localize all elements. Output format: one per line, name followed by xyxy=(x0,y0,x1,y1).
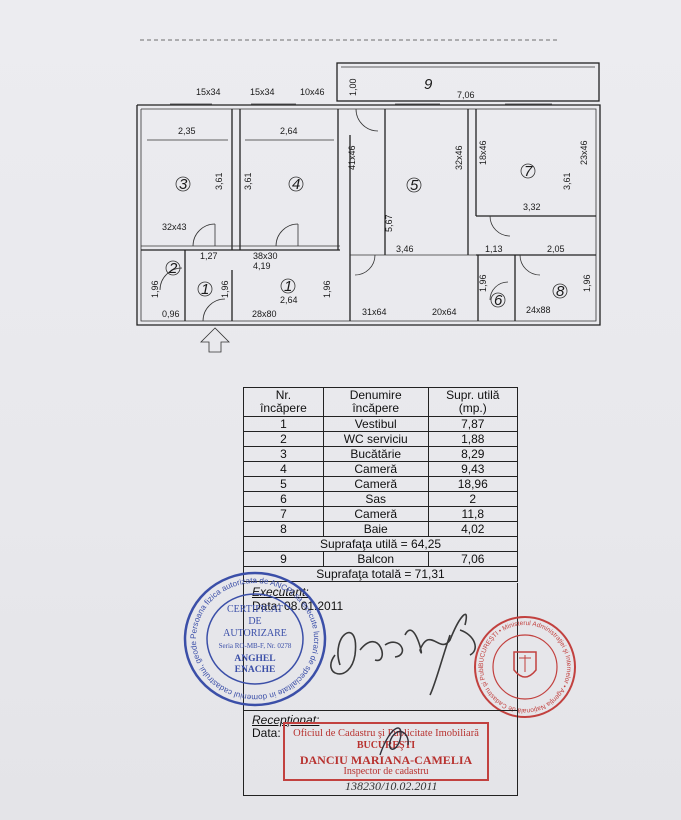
bottom-dim-2: 20x64 xyxy=(432,307,457,317)
coat-of-arms-icon xyxy=(513,651,537,678)
stamp-round-right: BUCUREŞTI • Ministerul Administraţiei şi… xyxy=(470,612,576,718)
room-label-5: 5 xyxy=(406,177,422,194)
room8-height: 1,96 xyxy=(582,274,592,292)
room4-width: 2,64 xyxy=(280,126,298,136)
svg-text:1: 1 xyxy=(284,278,292,295)
window-dim-room4: 15x34 xyxy=(250,87,275,97)
room3-window: 32x43 xyxy=(162,222,187,232)
room2-height: 1,96 xyxy=(150,280,160,298)
svg-text:8: 8 xyxy=(556,283,565,300)
svg-text:1: 1 xyxy=(201,281,209,298)
room5-left-dim: 41x46 xyxy=(347,145,357,170)
room7-height: 3,61 xyxy=(562,172,572,190)
svg-text:ANGHEL: ANGHEL xyxy=(234,654,275,664)
room6-width: 1,13 xyxy=(485,244,503,254)
balcony-depth: 1,00 xyxy=(348,78,358,96)
window-dim-room3: 15x34 xyxy=(196,87,221,97)
balcony-outline xyxy=(336,62,600,102)
room1-height-b: 1,96 xyxy=(322,280,332,298)
bottom-dim-1: 31x64 xyxy=(362,307,387,317)
receptionat-date-label: Data: xyxy=(252,726,281,740)
outer-wall xyxy=(136,104,601,326)
entry-arrow-icon xyxy=(200,327,230,353)
floor-plan: 9 7,06 1,00 15x34 15x34 10x46 xyxy=(136,39,601,353)
executant-date: Data: 08.01.2011 xyxy=(252,599,344,613)
header-suprafata: Supr. utilă(mp.) xyxy=(427,387,519,417)
signature-inspector xyxy=(379,727,409,756)
room-label-4: 4 xyxy=(288,176,304,193)
room3-width: 2,35 xyxy=(178,126,196,136)
room-label-2: 2 xyxy=(165,260,181,277)
room-label-3: 3 xyxy=(175,176,191,193)
room1-window: 28x80 xyxy=(252,309,277,319)
room1-width-a: 1,27 xyxy=(200,251,218,261)
header-nr: Nr.încăpere xyxy=(243,387,324,417)
room1-door: 38x30 xyxy=(253,251,278,261)
room7-right-dim: 23x46 xyxy=(579,140,589,165)
svg-text:3: 3 xyxy=(179,176,188,193)
room-label-6: 6 xyxy=(490,292,506,309)
door-dim-balcony: 10x46 xyxy=(300,87,325,97)
svg-text:7: 7 xyxy=(524,163,533,180)
balcony-length: 7,06 xyxy=(457,90,475,100)
room3-height: 3,61 xyxy=(214,172,224,190)
svg-text:Seria RO-MB-F, Nr. 0278: Seria RO-MB-F, Nr. 0278 xyxy=(219,642,292,650)
room7-left-dim: 18x46 xyxy=(478,140,488,165)
total-row: Suprafaţa totală = 71,31 xyxy=(243,566,518,582)
room1-width-b: 4,19 xyxy=(253,261,271,271)
room4-height: 3,61 xyxy=(243,172,253,190)
room5-width: 3,46 xyxy=(396,244,414,254)
room2-width: 0,96 xyxy=(162,309,180,319)
stamp-round-left: Persoana fizica autorizata de ANCPI sa e… xyxy=(180,568,327,707)
stamp-rect-ocpi: Oficiul de Cadastru şi Publicitate Imobi… xyxy=(283,722,489,781)
room-number-9: 9 xyxy=(424,76,433,93)
svg-text:ENACHE: ENACHE xyxy=(235,665,276,675)
room6-height: 1,96 xyxy=(478,274,488,292)
room8-window: 24x88 xyxy=(526,305,551,315)
signature-executant xyxy=(330,613,476,696)
room7-width: 3,32 xyxy=(523,202,541,212)
room8-width: 2,05 xyxy=(547,244,565,254)
room1-width-c: 2,64 xyxy=(280,295,298,305)
room1-height-a: 1,96 xyxy=(220,280,230,298)
room5-right-dim: 32x46 xyxy=(454,145,464,170)
svg-text:6: 6 xyxy=(494,292,503,309)
room-label-8: 8 xyxy=(552,283,568,300)
room-label-1b: 1 xyxy=(280,278,296,295)
room5-height: 5,67 xyxy=(384,214,394,232)
room-label-1a: 1 xyxy=(197,281,213,298)
svg-text:4: 4 xyxy=(292,176,300,193)
subtotal-row: Suprafaţa utilă = 64,25 xyxy=(243,536,518,552)
room-label-7: 7 xyxy=(520,163,536,180)
registration-note: 138230/10.02.2011 xyxy=(345,779,438,793)
svg-text:5: 5 xyxy=(410,177,419,194)
svg-text:DE: DE xyxy=(248,616,261,627)
svg-text:2: 2 xyxy=(168,260,178,277)
svg-text:AUTORIZARE: AUTORIZARE xyxy=(223,628,287,639)
svg-text:CERTIFICAT: CERTIFICAT xyxy=(227,604,283,615)
